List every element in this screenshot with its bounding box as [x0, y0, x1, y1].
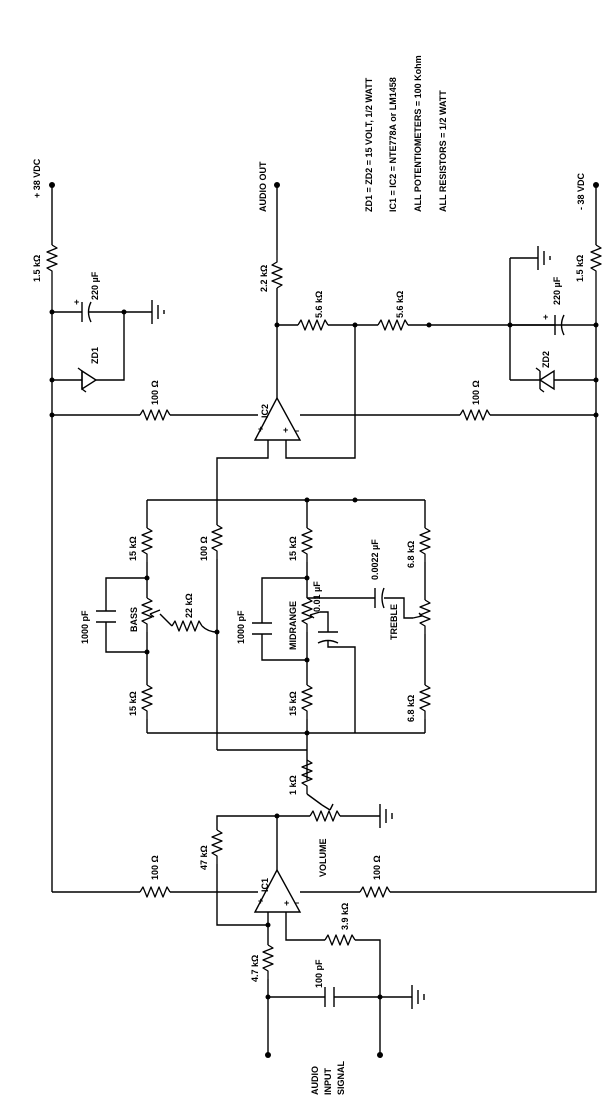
ic1-opamp: [253, 868, 302, 913]
value-c-mid-wiper: 0.01 µF: [312, 581, 322, 612]
positive-supply: [46, 182, 165, 892]
value-c-bass: 1000 pF: [80, 610, 90, 644]
plus-mark-c2: +: [543, 312, 548, 322]
value-r-ic1-div: 3.9 kΩ: [340, 903, 350, 930]
value-r-neg-supply: 1.5 kΩ: [575, 255, 585, 282]
ic2-plus-pin-2: +: [283, 425, 288, 435]
value-r-ic1-neg: 100 Ω: [372, 855, 382, 880]
value-r-mid-top: 15 kΩ: [288, 536, 298, 561]
value-r-mid-bot: 15 kΩ: [288, 691, 298, 716]
value-r-bass-wiper: 22 kΩ: [184, 593, 194, 618]
value-r-treble-bot: 6.8 kΩ: [406, 695, 416, 722]
labels: ZD1 = ZD2 = 15 VOLT, 1/2 WATT IC1 = IC2 …: [32, 55, 586, 1095]
value-r-pos-supply: 1.5 kΩ: [32, 255, 42, 282]
value-c-neg-supply: 220 µF: [552, 276, 562, 305]
value-r-ic2-neg: 100 Ω: [471, 380, 481, 405]
value-r-treble-top: 6.8 kΩ: [406, 541, 416, 568]
ic1-plus-pin: +: [258, 896, 263, 906]
value-r-ic1-pos: 100 Ω: [150, 855, 160, 880]
ic1-minus-pin: −: [294, 898, 299, 908]
ic2-plus-pin: +: [258, 424, 263, 434]
treble-label[interactable]: TREBLE: [389, 604, 399, 640]
value-r-bass-bot: 15 kΩ: [128, 691, 138, 716]
ic2-opamp: [253, 396, 302, 441]
note-zener: ZD1 = ZD2 = 15 VOLT, 1/2 WATT: [364, 77, 374, 212]
midrange-label[interactable]: MIDRANGE: [288, 601, 298, 650]
ic2-input-network: [52, 409, 599, 421]
zd2-label: ZD2: [541, 351, 551, 368]
zd1-label: ZD1: [90, 347, 100, 364]
audio-out-branch: [271, 182, 596, 398]
note-ic: IC1 = IC2 = NTE778A or LM1458: [388, 77, 398, 212]
value-c-treble: 0.0022 µF: [370, 539, 380, 580]
note-potentiometers: ALL POTENTIOMETERS = 100 Kohm: [413, 55, 423, 212]
note-resistors: ALL RESISTORS = 1/2 WATT: [438, 90, 448, 212]
volume-section: [274, 759, 393, 870]
negative-supply-label: - 38 VDC: [576, 172, 586, 210]
plus-mark-c1: +: [74, 297, 79, 307]
audio-out-label: AUDIO OUT: [258, 161, 268, 212]
value-c-in: 100 pF: [314, 959, 324, 988]
value-r-out: 2.2 kΩ: [259, 265, 269, 292]
input-label-line3: SIGNAL: [336, 1060, 346, 1095]
negative-supply: [507, 182, 602, 415]
ic2-minus-pin: −: [294, 426, 299, 436]
value-r-tone-fb: 100 Ω: [199, 536, 209, 561]
ic1-section: [52, 415, 597, 1058]
input-label-line2: INPUT: [323, 1067, 333, 1095]
value-r-ic1-fb: 47 kΩ: [199, 845, 209, 870]
ic1-label: IC1: [260, 878, 270, 892]
value-r-ic2-pos: 100 Ω: [150, 380, 160, 405]
value-r-ic1-in: 4.7 kΩ: [250, 955, 260, 982]
value-r-fb2: 5.6 kΩ: [395, 291, 405, 318]
ic2-label: IC2: [260, 404, 270, 418]
value-c-mid: 1000 pF: [236, 610, 246, 644]
tone-stack: [96, 497, 431, 780]
value-c-pos-supply: 220 µF: [90, 271, 100, 300]
bass-label[interactable]: BASS: [129, 607, 139, 632]
input-label-line1: AUDIO: [310, 1066, 320, 1095]
value-r-bass-top: 15 kΩ: [128, 536, 138, 561]
value-r-vol: 1 kΩ: [288, 775, 298, 795]
value-r-fb1: 5.6 kΩ: [314, 291, 324, 318]
positive-supply-label: + 38 VDC: [32, 158, 42, 198]
volume-label[interactable]: VOLUME: [318, 838, 328, 877]
ic1-plus-pin-2: +: [284, 898, 289, 908]
